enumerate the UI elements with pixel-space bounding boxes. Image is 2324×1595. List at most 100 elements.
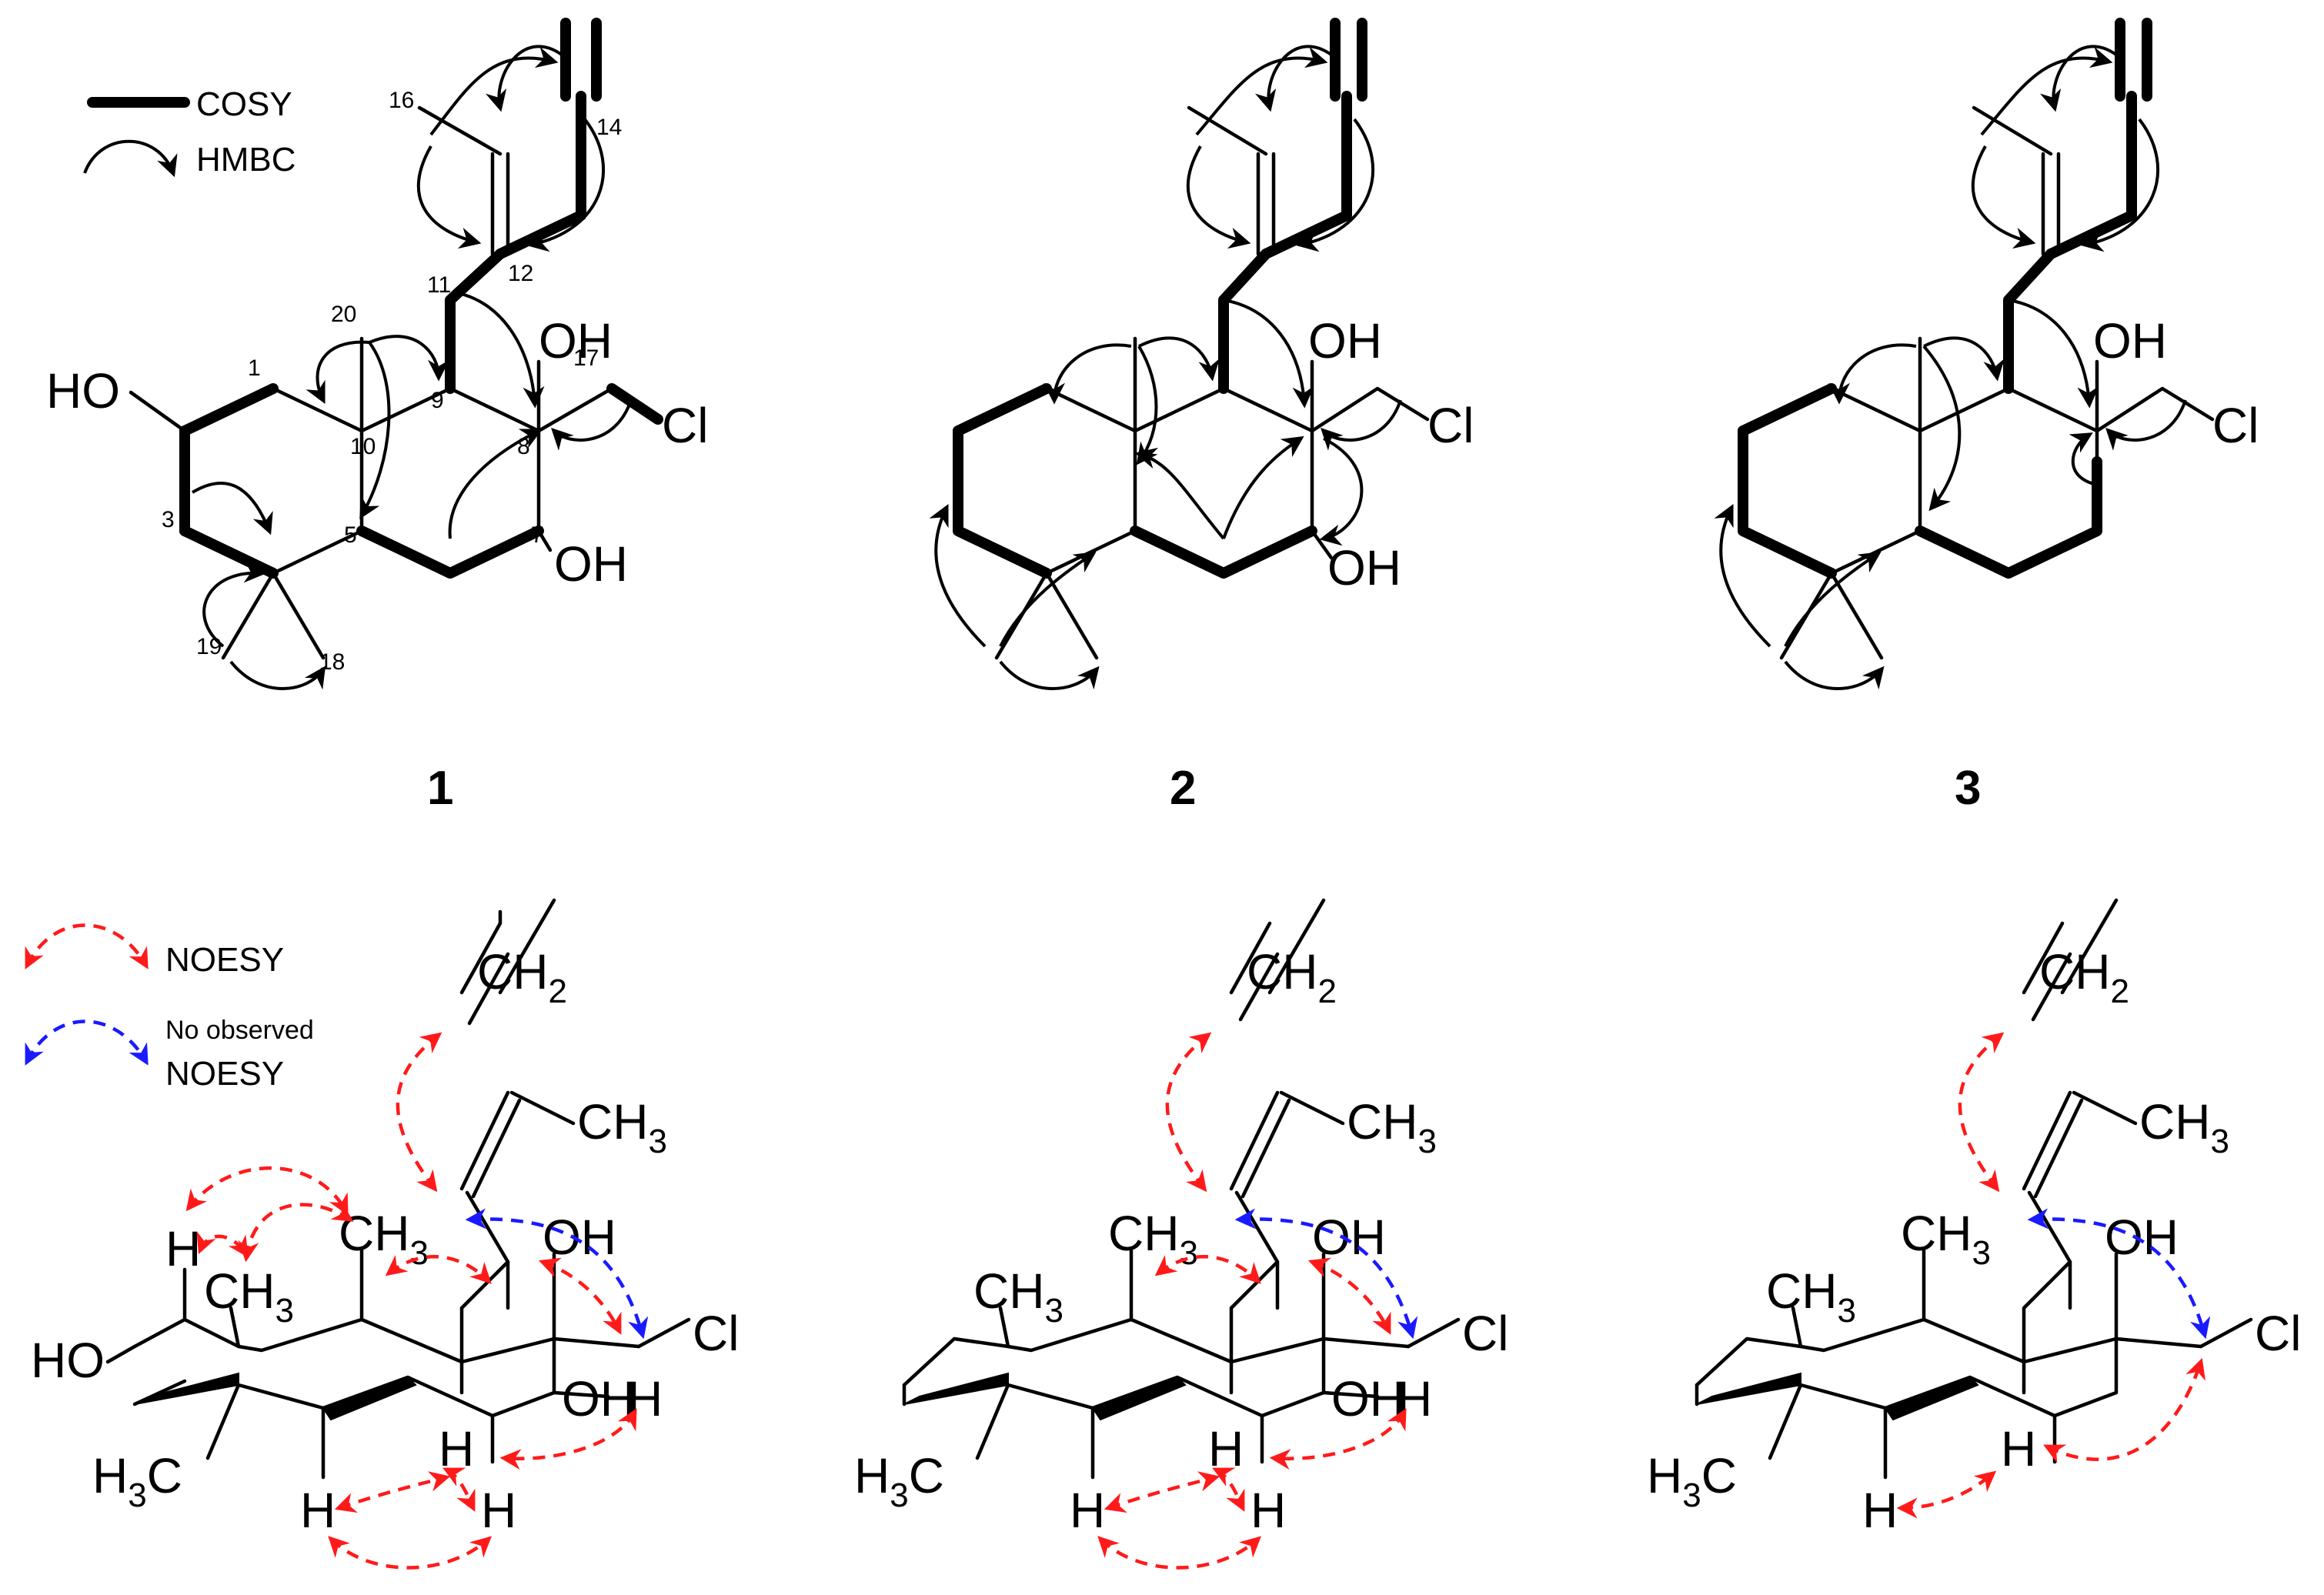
c18-c-2: C [909,1448,944,1503]
cl-label-1: Cl [693,1306,739,1361]
h9-label-2: H [1208,1421,1244,1477]
h5-label-1: H [300,1483,336,1538]
c19-methyl-label-2: CH3 [973,1263,1063,1330]
c8-hydroxyl-label: OH [539,313,613,369]
methylene-ch: CH [477,944,548,999]
h9-label-1: H [439,1421,474,1477]
pos-20: 20 [331,302,356,327]
c19-sub-2: 3 [1044,1292,1063,1330]
legend-top: COSY HMBC [83,85,296,179]
no-observed-legend-line1: No observed [165,1016,314,1045]
methylene-sub: 2 [548,973,566,1010]
hmbc-legend-label: HMBC [196,141,296,179]
h5-label-3: H [1862,1483,1898,1538]
methyl-label-3: CH3 [2139,1094,2229,1160]
methyl-sub-2: 3 [1417,1123,1436,1160]
c19-ch-3: CH [1766,1263,1837,1319]
methylene-ch-2: CH [1247,944,1317,999]
pos-17: 17 [573,345,599,371]
pos-12: 12 [508,261,533,286]
c20-ch-3: CH [1901,1206,1972,1261]
c3-ho-label-1: HO [31,1333,105,1388]
methylene-sub-3: 2 [2110,973,2129,1010]
c19-ch-2: CH [973,1263,1044,1319]
c19-ch: CH [204,1263,275,1319]
methylene-label-2: CH2 [1247,944,1337,1010]
noesy-legend-arrow [25,923,149,969]
pos-3: 3 [162,507,175,532]
c19-methyl-label-3: CH3 [1766,1263,1856,1330]
pos-19: 19 [196,634,222,659]
c20-methyl-label-2: CH3 [1108,1206,1198,1272]
c20-sub-3: 3 [1972,1234,1990,1272]
compound-2-label: 2 [1170,762,1196,815]
c20-methyl-label-1: CH3 [339,1206,429,1272]
c19-sub: 3 [275,1292,293,1330]
c18-sub-3: 3 [1682,1477,1701,1514]
c18-h-2: H [854,1448,890,1503]
methyl-sub: 3 [648,1123,666,1160]
c8-oh-label-3: OH [2105,1210,2179,1265]
c18-c: C [147,1448,182,1503]
c3-hydroxyl-label: HO [46,363,120,419]
methyl-label-2: CH3 [1347,1094,1437,1160]
c8-hydroxyl-label-3: OH [2093,313,2167,369]
c17-chlorine-label-3: Cl [2212,398,2259,453]
methylene-sub-2: 2 [1317,973,1336,1010]
methylene-label-3: CH2 [2039,944,2129,1010]
pos-14: 14 [596,115,622,140]
c8-oh-label-2: OH [1312,1210,1386,1265]
c7-hydroxyl-label-2: OH [1327,540,1401,596]
c20-ch-2: CH [1108,1206,1179,1261]
h6-label-1: H [481,1483,516,1538]
compound-3-conformation: CH2 CH3 CH3 CH3 OH Cl H3C H H [1647,898,2301,1538]
compound-2-planar: OH Cl OH 2 [929,18,1474,815]
c3-h-label-1: H [165,1221,201,1276]
cl-label-3: Cl [2255,1306,2301,1361]
pos-5: 5 [344,522,357,548]
methyl-ch: CH [577,1094,648,1150]
c18-c-3: C [1701,1448,1737,1503]
methyl-ch-3: CH [2139,1094,2210,1150]
pos-16: 16 [389,88,414,113]
c18-methyl-label-1: H3C [92,1448,182,1514]
pos-1: 1 [248,355,261,381]
no-observed-noesy-legend-arrow [25,1019,149,1066]
methylene-label-1: CH2 [477,944,567,1010]
compound-1-conformation: CH2 CH3 CH3 CH3 OH Cl HO OH H H H3C H H … [31,898,739,1570]
hmbc-legend-arrow [83,139,178,178]
pos-10: 10 [350,434,376,459]
c18-methyl-label-2: H3C [854,1448,944,1514]
compound-2-conformation: CH2 CH3 CH3 CH3 OH Cl OH H H3C H H H [854,898,1508,1570]
c20-sub-2: 3 [1179,1234,1197,1272]
c17-chlorine-label-2: Cl [1427,398,1474,453]
methyl-label-1: CH3 [577,1094,667,1160]
c7-oh-label-2: OH [1331,1371,1405,1426]
h5-label-2: H [1070,1483,1105,1538]
c20-ch: CH [339,1206,409,1261]
pos-7: 7 [531,522,544,548]
cl-label-2: Cl [1462,1306,1508,1361]
no-observed-legend-line2: NOESY [165,1055,284,1093]
c19-methyl-label-1: CH3 [204,1263,294,1330]
c8-oh-label-1: OH [543,1210,616,1265]
c18-methyl-label-3: H3C [1647,1448,1737,1514]
methyl-sub-3: 3 [2210,1123,2229,1160]
c7-hydroxyl-label: OH [554,536,628,592]
c7-oh-label-1: OH [562,1371,636,1426]
c20-methyl-label-3: CH3 [1901,1206,1991,1272]
c20-sub: 3 [409,1234,428,1272]
h9-label-3: H [2001,1421,2036,1477]
c8-hydroxyl-label-2: OH [1308,313,1382,369]
pos-18: 18 [319,649,345,675]
compound-1-planar: HO OH Cl OH 1 3 5 7 8 9 10 11 12 14 16 1… [46,18,708,815]
noesy-legend-label: NOESY [165,941,284,979]
methyl-ch-2: CH [1347,1094,1417,1150]
compound-3-planar: OH Cl 3 [1714,18,2259,815]
compound-1-label: 1 [427,762,453,815]
c18-h-3: H [1647,1448,1682,1503]
c18-sub-2: 3 [890,1477,908,1514]
legend-bottom: NOESY No observed NOESY [25,923,314,1093]
compound-3-label: 3 [1955,762,1981,815]
